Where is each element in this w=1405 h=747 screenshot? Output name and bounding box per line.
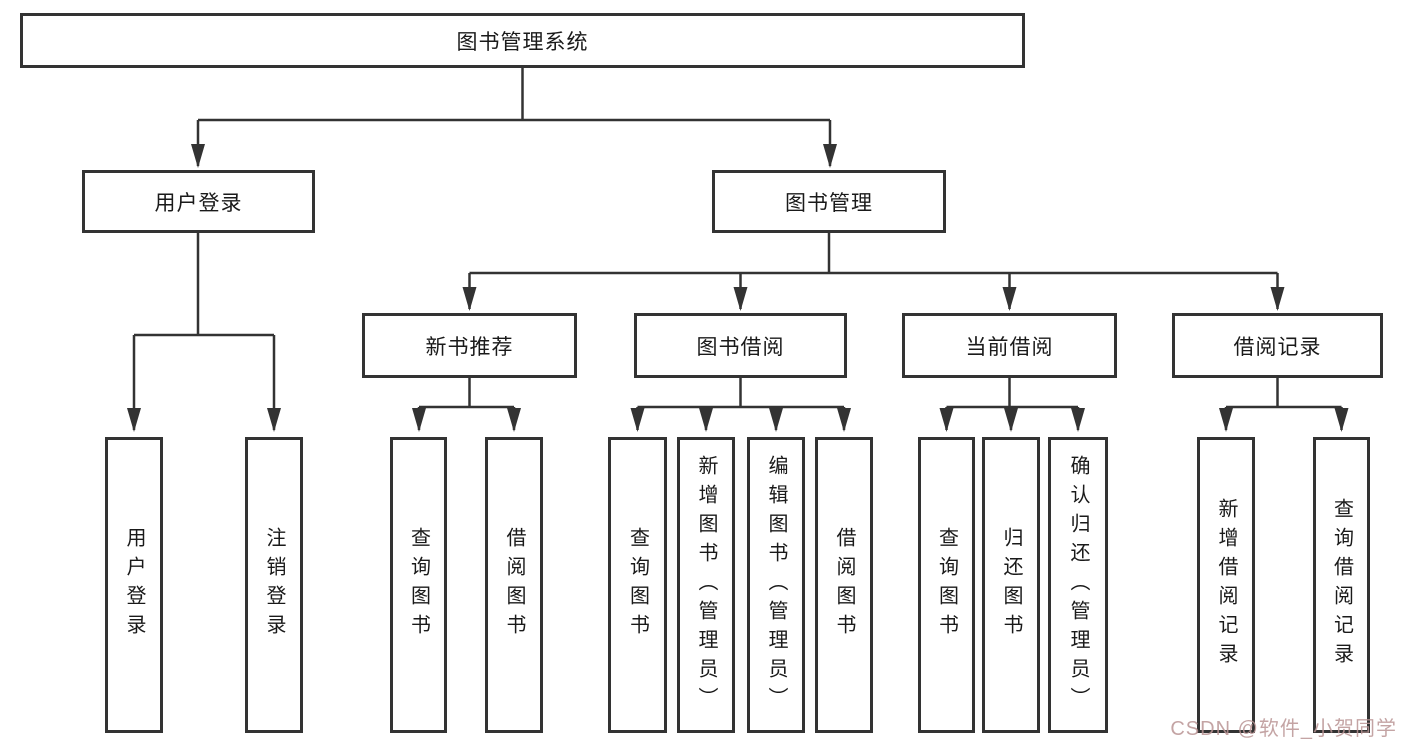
node-current-borrow: 当前借阅 (902, 313, 1117, 378)
leaf-recommend-borrow-book: 借阅图书 (485, 437, 543, 733)
leaf-borrow-query-book: 查询图书 (608, 437, 667, 733)
leaf-add-book-admin: 新增图书（管理员） (677, 437, 735, 733)
leaf-borrow-book: 借阅图书 (815, 437, 873, 733)
node-new-book-recommend: 新书推荐 (362, 313, 577, 378)
leaf-edit-book-admin: 编辑图书（管理员） (747, 437, 805, 733)
node-library-management-system: 图书管理系统 (20, 13, 1025, 68)
leaf-confirm-return-admin: 确认归还（管理员） (1048, 437, 1108, 733)
node-borrow-records: 借阅记录 (1172, 313, 1383, 378)
node-book-borrow: 图书借阅 (634, 313, 847, 378)
leaf-query-borrow-record: 查询借阅记录 (1313, 437, 1370, 733)
leaf-add-borrow-record: 新增借阅记录 (1197, 437, 1255, 733)
leaf-logout: 注销登录 (245, 437, 303, 733)
leaf-recommend-query-book: 查询图书 (390, 437, 447, 733)
leaf-current-query-book: 查询图书 (918, 437, 975, 733)
node-book-management: 图书管理 (712, 170, 946, 233)
leaf-user-login: 用户登录 (105, 437, 163, 733)
leaf-return-book: 归还图书 (982, 437, 1040, 733)
csdn-watermark: CSDN @软件_小贺同学 (1170, 718, 1397, 740)
node-user-login: 用户登录 (82, 170, 315, 233)
